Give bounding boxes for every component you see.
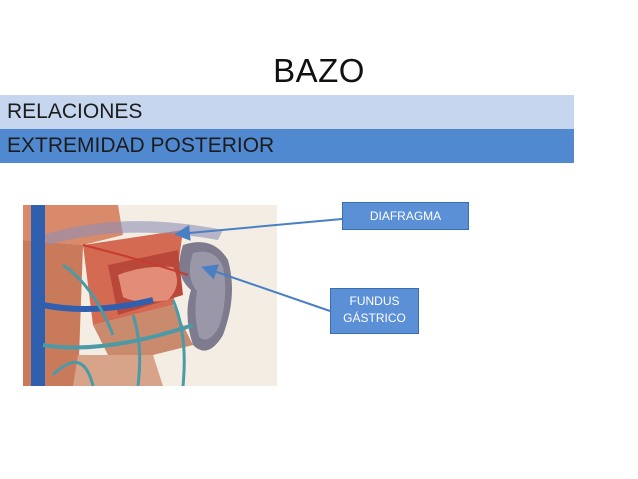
subsection-band: EXTREMIDAD POSTERIOR [0,129,574,163]
diafragma-label: DIAFRAGMA [342,202,469,230]
slide-title: BAZO [273,52,365,89]
fundus-gastrico-label: FUNDUS GÁSTRICO [330,288,419,334]
fundus-label-line2: GÁSTRICO [343,311,406,325]
section-band: RELACIONES [0,95,574,129]
diafragma-label-text: DIAFRAGMA [369,209,442,223]
anatomy-illustration [23,205,277,386]
fundus-label-line1: FUNDUS [349,294,400,308]
